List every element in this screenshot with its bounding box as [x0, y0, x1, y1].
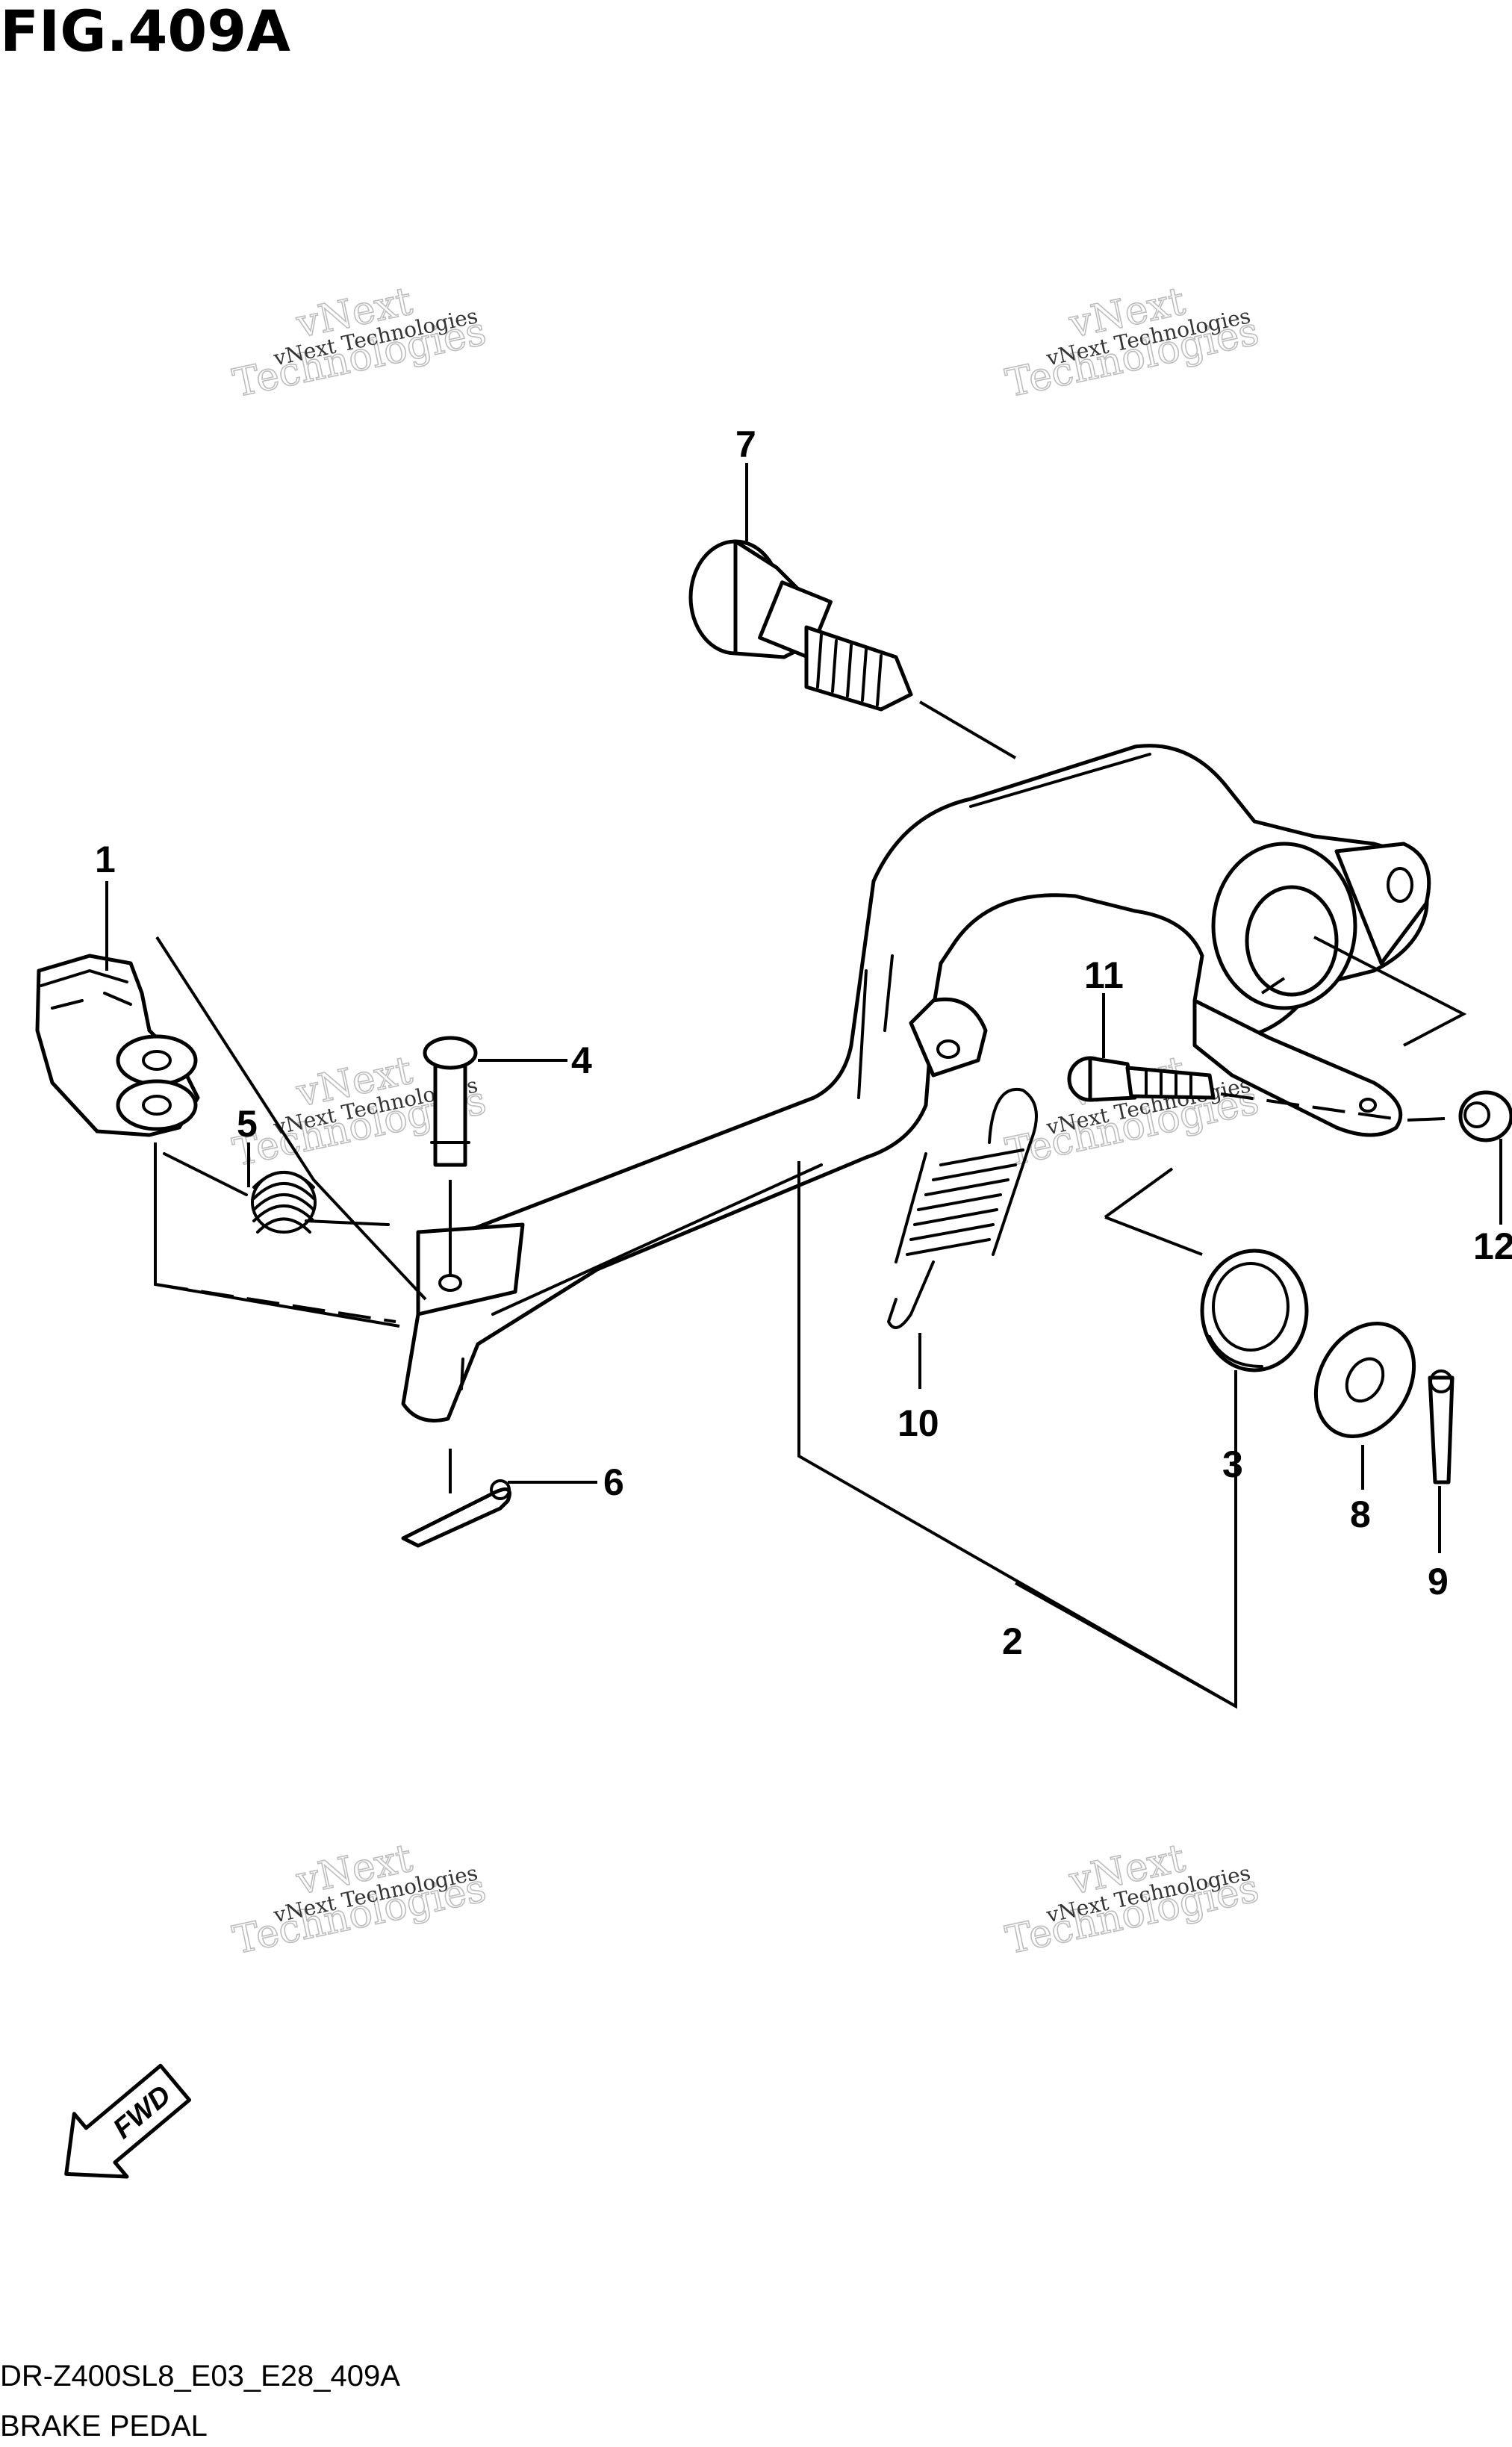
cotter-pin-9	[1428, 1369, 1455, 1484]
callout-7: 7	[735, 423, 756, 465]
callout-8: 8	[1350, 1493, 1371, 1535]
callout-11: 11	[1084, 954, 1124, 996]
callout-12: 12	[1473, 1225, 1512, 1267]
pivot-bolt	[688, 539, 913, 712]
callout-10: 10	[897, 1402, 939, 1444]
callout-3: 3	[1222, 1443, 1243, 1485]
figure-caption: BRAKE PEDAL	[0, 2410, 208, 2443]
callout-6: 6	[603, 1461, 624, 1503]
torsion-spring	[163, 1152, 390, 1234]
callout-2: 2	[1002, 1620, 1023, 1662]
watermark-bottom-right: vNext Technologies vNext Technologies	[1001, 1835, 1263, 1964]
seal-ring	[1200, 1249, 1309, 1372]
clevis	[35, 954, 200, 1137]
return-spring	[887, 1087, 1038, 1329]
watermark-top-right: vNext Technologies vNext Technologies	[1001, 279, 1263, 407]
callout-4: 4	[571, 1039, 592, 1081]
callout-1: 1	[95, 839, 116, 880]
leader-lines	[105, 463, 1502, 1709]
clevis-pin	[423, 1036, 478, 1167]
watermark-bottom-left: vNext Technologies vNext Technologies	[228, 1835, 491, 1964]
cotter-pin-6	[401, 1479, 511, 1548]
fwd-arrow-icon: FWD	[64, 2063, 192, 2179]
model-code: DR-Z400SL8_E03_E28_409A	[0, 2360, 400, 2392]
figure-title: FIG.409A	[0, 0, 290, 64]
callout-5: 5	[237, 1103, 258, 1145]
watermark-top-left: vNext Technologies vNext Technologies	[228, 279, 491, 407]
callout-9: 9	[1428, 1561, 1449, 1602]
bushing	[1458, 1090, 1512, 1142]
adjuster-bolt	[1067, 1056, 1216, 1102]
washer	[1313, 1322, 1416, 1438]
brake-pedal-arm	[401, 744, 1431, 1423]
